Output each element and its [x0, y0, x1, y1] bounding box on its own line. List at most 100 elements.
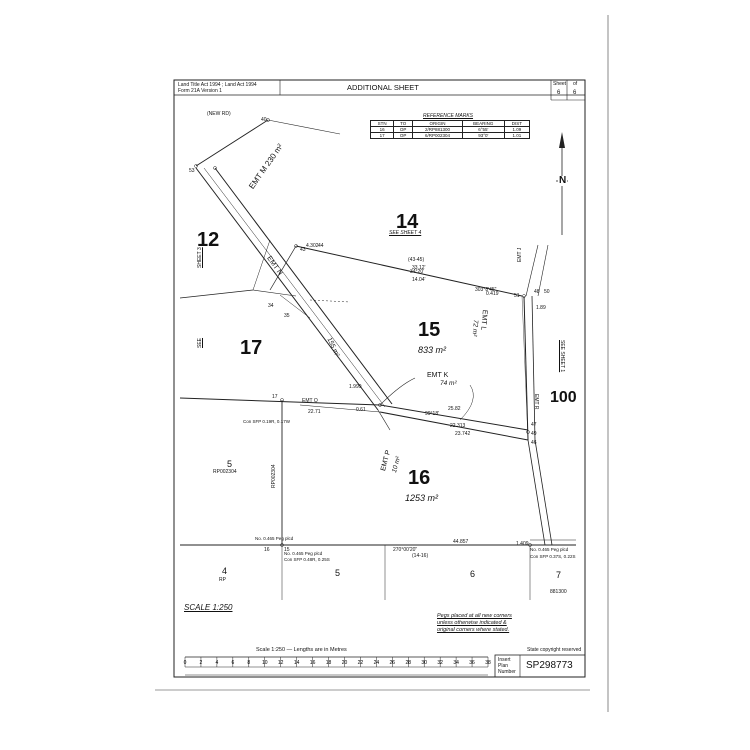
table-cell: 6/RP002304 — [412, 132, 463, 139]
lot-5-bottom: 5 — [335, 568, 341, 578]
station-label: 48 — [534, 289, 540, 295]
scale-tick-label: 22 — [358, 660, 364, 666]
station-label: 44 — [318, 243, 324, 249]
mark-note: Con SFP 0.37S, 0.22S — [530, 554, 576, 559]
station-label: 51 — [514, 293, 520, 299]
lot-7: 7 — [556, 570, 562, 580]
copyright-note: State copyright reserved — [527, 647, 582, 653]
see-sheet-1: SEE SHEET 1 — [559, 340, 565, 373]
scale-bar-title: Scale 1:250 — Lengths are in Metres — [256, 647, 347, 653]
insert-label-1: Insert — [498, 657, 511, 663]
sheet-total: 6 — [573, 90, 577, 96]
scale-tick-label: 24 — [374, 660, 380, 666]
mark-note: Con SFP 0.19R, 0.17W — [243, 419, 290, 424]
table-cell: 17 — [369, 132, 395, 139]
pegs-note-2: unless otherwise indicated & — [437, 620, 507, 626]
easement-r-label: EMT R — [533, 394, 539, 410]
sheet-border — [173, 79, 586, 678]
bearing-text: 23.742 — [455, 431, 471, 437]
scale-tick-label: 0 — [184, 660, 187, 666]
scale-bar — [185, 656, 488, 676]
bearing-text: 22.313 — [450, 423, 466, 429]
scale-tick-label: 28 — [405, 660, 411, 666]
mark-note: No. 0.465 Peg plcd — [530, 547, 569, 552]
lot-12: 12 — [197, 229, 220, 251]
pegs-note-3: original corners where stated. — [437, 627, 510, 633]
act-line-2: Form 21A Version 1 — [178, 88, 222, 94]
scale-tick-label: 32 — [437, 660, 443, 666]
bearing-text: 4.302 — [306, 243, 319, 249]
scale-tick-label: 2 — [200, 660, 203, 666]
easement-q-label: EMT Q — [302, 398, 318, 404]
station-label: 17 — [272, 394, 278, 400]
lot-5-left: 5 — [227, 459, 233, 469]
bearing-text: (43-45) — [408, 257, 425, 263]
bearing-text: 22.71 — [308, 409, 321, 415]
bearing-text: (14-16) — [412, 553, 429, 559]
station-label: 43 — [300, 247, 306, 253]
rp-label-bottom: 881300 — [550, 589, 567, 595]
pegs-note-1: Pegs placed at all new corners — [437, 613, 512, 619]
reference-marks-title: REFERENCE MARKS — [423, 113, 474, 119]
bearing-text: 1.409 — [516, 541, 529, 547]
bearing-text: 0.61 — [356, 407, 366, 413]
bearing-text: 99°18' — [425, 411, 440, 417]
lot-6: 6 — [470, 569, 476, 579]
rp-label-lower: RP002304 — [271, 464, 277, 488]
scale-tick-label: 8 — [247, 660, 250, 666]
station-label: 15 — [284, 547, 290, 553]
station-label: 46 — [531, 440, 537, 446]
scale-tick-label: 4 — [216, 660, 219, 666]
easement-l-area: 72 m² — [470, 319, 479, 337]
scale-tick-label: 14 — [294, 660, 300, 666]
scale-tick-label: 6 — [231, 660, 234, 666]
station-label: 34 — [268, 303, 274, 309]
boundaries — [179, 119, 576, 600]
easement-k-area: 74 m² — [440, 380, 457, 387]
table-cell: 1.01 — [503, 132, 531, 139]
scale-label: SCALE 1:250 — [184, 603, 233, 612]
bearing-text: 270°00'20" — [393, 547, 418, 553]
of-label: of — [573, 81, 578, 87]
lot-16: 16 — [408, 467, 431, 489]
bearing-text: 1.89 — [536, 305, 546, 311]
reference-marks-table: STN TO ORIGIN BEARING DIST 16 OP 2/RP881… — [369, 120, 531, 139]
lot-100: 100 — [550, 389, 577, 406]
lot-4: 4 — [222, 566, 228, 576]
easement-k-label: EMT K — [427, 372, 449, 379]
easement-j-label: EMT J — [517, 247, 523, 262]
rp-label-left: RP — [219, 577, 226, 583]
plan-number: SP298773 — [526, 660, 573, 671]
scale-tick-label: 10 — [262, 660, 268, 666]
station-label: 53 — [189, 168, 195, 174]
scale-tick-label: 30 — [421, 660, 427, 666]
sheet-3-label: SHEET 3 — [197, 247, 203, 268]
bearing-text: 1.999 — [349, 384, 362, 390]
sheet-number: 6 — [557, 90, 561, 96]
insert-label-3: Number — [498, 669, 516, 675]
bearing-text: 25.82 — [448, 406, 461, 412]
scale-tick-label: 38 — [485, 660, 491, 666]
lot-17: 17 — [240, 337, 263, 359]
see-left-label: SEE — [197, 337, 203, 348]
bearing-text: 44.857 — [453, 539, 469, 545]
lot-14: 14 — [396, 211, 419, 233]
station-label: 40 — [261, 117, 267, 123]
mark-note: No. 0.465 Peg plcd — [255, 536, 294, 541]
see-sheet-4: SEE SHEET 4 — [389, 230, 422, 236]
insert-label-2: Plan — [498, 663, 509, 669]
station-label: 16 — [264, 547, 270, 553]
scale-tick-label: 12 — [278, 660, 284, 666]
lot-15-area: 833 m² — [418, 345, 447, 355]
rp-label-5: RP002304 — [213, 469, 237, 475]
scale-tick-label: 16 — [310, 660, 316, 666]
station-markers — [194, 118, 532, 547]
lot-15: 15 — [418, 319, 441, 341]
mark-note: No. 0.465 Peg plcd — [284, 551, 323, 556]
lot-16-area: 1253 m² — [405, 493, 439, 503]
sheet-label: Sheet — [553, 81, 567, 87]
table-cell: 93°0' — [461, 132, 505, 139]
scale-tick-label: 36 — [469, 660, 475, 666]
